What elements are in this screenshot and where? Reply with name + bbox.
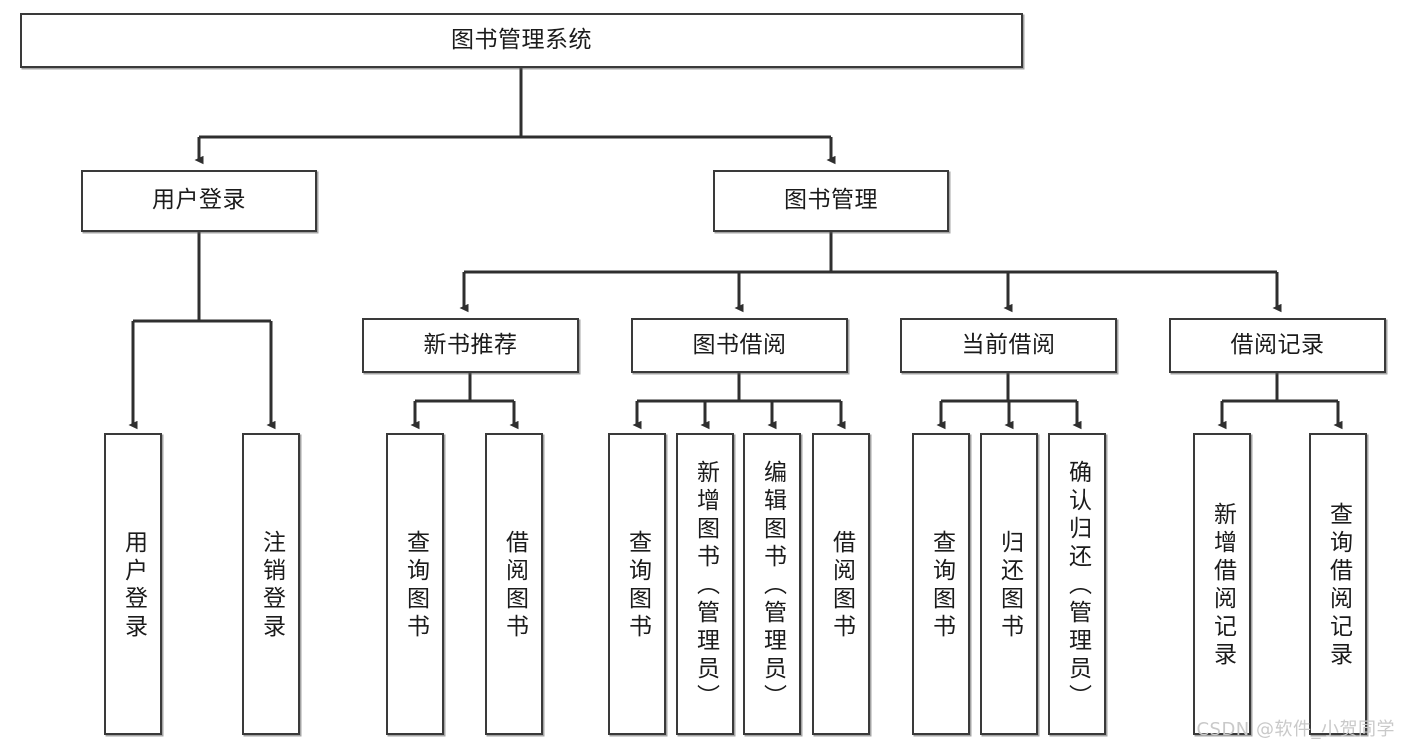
node-label: 查询图书 xyxy=(928,530,955,642)
node-label: 编辑图书（管理员） xyxy=(759,460,786,712)
node-leaf-return-book[interactable]: 归还图书 xyxy=(980,433,1038,735)
node-borrow-record[interactable]: 借阅记录 xyxy=(1169,318,1386,373)
node-leaf-query-borrow-record[interactable]: 查询借阅记录 xyxy=(1309,433,1367,735)
node-leaf-query-book-borrow[interactable]: 查询图书 xyxy=(608,433,666,735)
node-label: 新增图书（管理员） xyxy=(692,460,719,712)
node-label: 新书推荐 xyxy=(423,331,518,358)
node-leaf-edit-book-admin[interactable]: 编辑图书（管理员） xyxy=(743,433,801,735)
node-label: 图书借阅 xyxy=(692,331,787,358)
leaf-text-wrap: 查询图书 xyxy=(914,439,968,733)
node-user-login[interactable]: 用户登录 xyxy=(81,170,317,232)
node-new-book-recommend[interactable]: 新书推荐 xyxy=(362,318,579,373)
node-label: 图书管理系统 xyxy=(451,26,592,53)
node-label: 确认归还（管理员） xyxy=(1064,460,1091,712)
node-label: 查询图书 xyxy=(402,530,429,642)
node-label: 用户登录 xyxy=(152,187,246,214)
node-leaf-query-book-current[interactable]: 查询图书 xyxy=(912,433,970,735)
leaf-text-wrap: 借阅图书 xyxy=(487,439,541,733)
leaf-text-wrap: 确认归还（管理员） xyxy=(1050,439,1104,733)
leaf-text-wrap: 新增借阅记录 xyxy=(1195,439,1249,733)
node-current-borrow[interactable]: 当前借阅 xyxy=(900,318,1117,373)
node-label: 用户登录 xyxy=(120,530,147,642)
node-leaf-add-borrow-record[interactable]: 新增借阅记录 xyxy=(1193,433,1251,735)
leaf-text-wrap: 注销登录 xyxy=(244,439,298,733)
node-label: 新增借阅记录 xyxy=(1209,502,1236,670)
leaf-text-wrap: 查询图书 xyxy=(388,439,442,733)
leaf-text-wrap: 借阅图书 xyxy=(814,439,868,733)
leaf-text-wrap: 查询图书 xyxy=(610,439,664,733)
node-leaf-borrow-book-newbook[interactable]: 借阅图书 xyxy=(485,433,543,735)
node-label: 归还图书 xyxy=(996,530,1023,642)
leaf-text-wrap: 用户登录 xyxy=(106,439,160,733)
node-book-management[interactable]: 图书管理 xyxy=(713,170,949,232)
node-leaf-query-book-newbook[interactable]: 查询图书 xyxy=(386,433,444,735)
csdn-watermark: CSDN @软件_小贺同学 xyxy=(1196,719,1395,740)
node-label: 借阅图书 xyxy=(501,530,528,642)
node-leaf-add-book-admin[interactable]: 新增图书（管理员） xyxy=(676,433,734,735)
node-leaf-borrow-book-borrow[interactable]: 借阅图书 xyxy=(812,433,870,735)
node-book-management-system[interactable]: 图书管理系统 xyxy=(20,13,1023,68)
node-label: 查询借阅记录 xyxy=(1325,502,1352,670)
node-leaf-confirm-return-admin[interactable]: 确认归还（管理员） xyxy=(1048,433,1106,735)
node-label: 借阅记录 xyxy=(1230,331,1325,358)
node-label: 注销登录 xyxy=(258,530,285,642)
node-label: 借阅图书 xyxy=(828,530,855,642)
node-leaf-logout[interactable]: 注销登录 xyxy=(242,433,300,735)
node-leaf-user-login[interactable]: 用户登录 xyxy=(104,433,162,735)
leaf-text-wrap: 归还图书 xyxy=(982,439,1036,733)
node-label: 图书管理 xyxy=(784,187,878,214)
node-book-borrow[interactable]: 图书借阅 xyxy=(631,318,848,373)
leaf-text-wrap: 查询借阅记录 xyxy=(1311,439,1365,733)
node-label: 查询图书 xyxy=(624,530,651,642)
node-label: 当前借阅 xyxy=(961,331,1056,358)
leaf-text-wrap: 编辑图书（管理员） xyxy=(745,439,799,733)
leaf-text-wrap: 新增图书（管理员） xyxy=(678,439,732,733)
